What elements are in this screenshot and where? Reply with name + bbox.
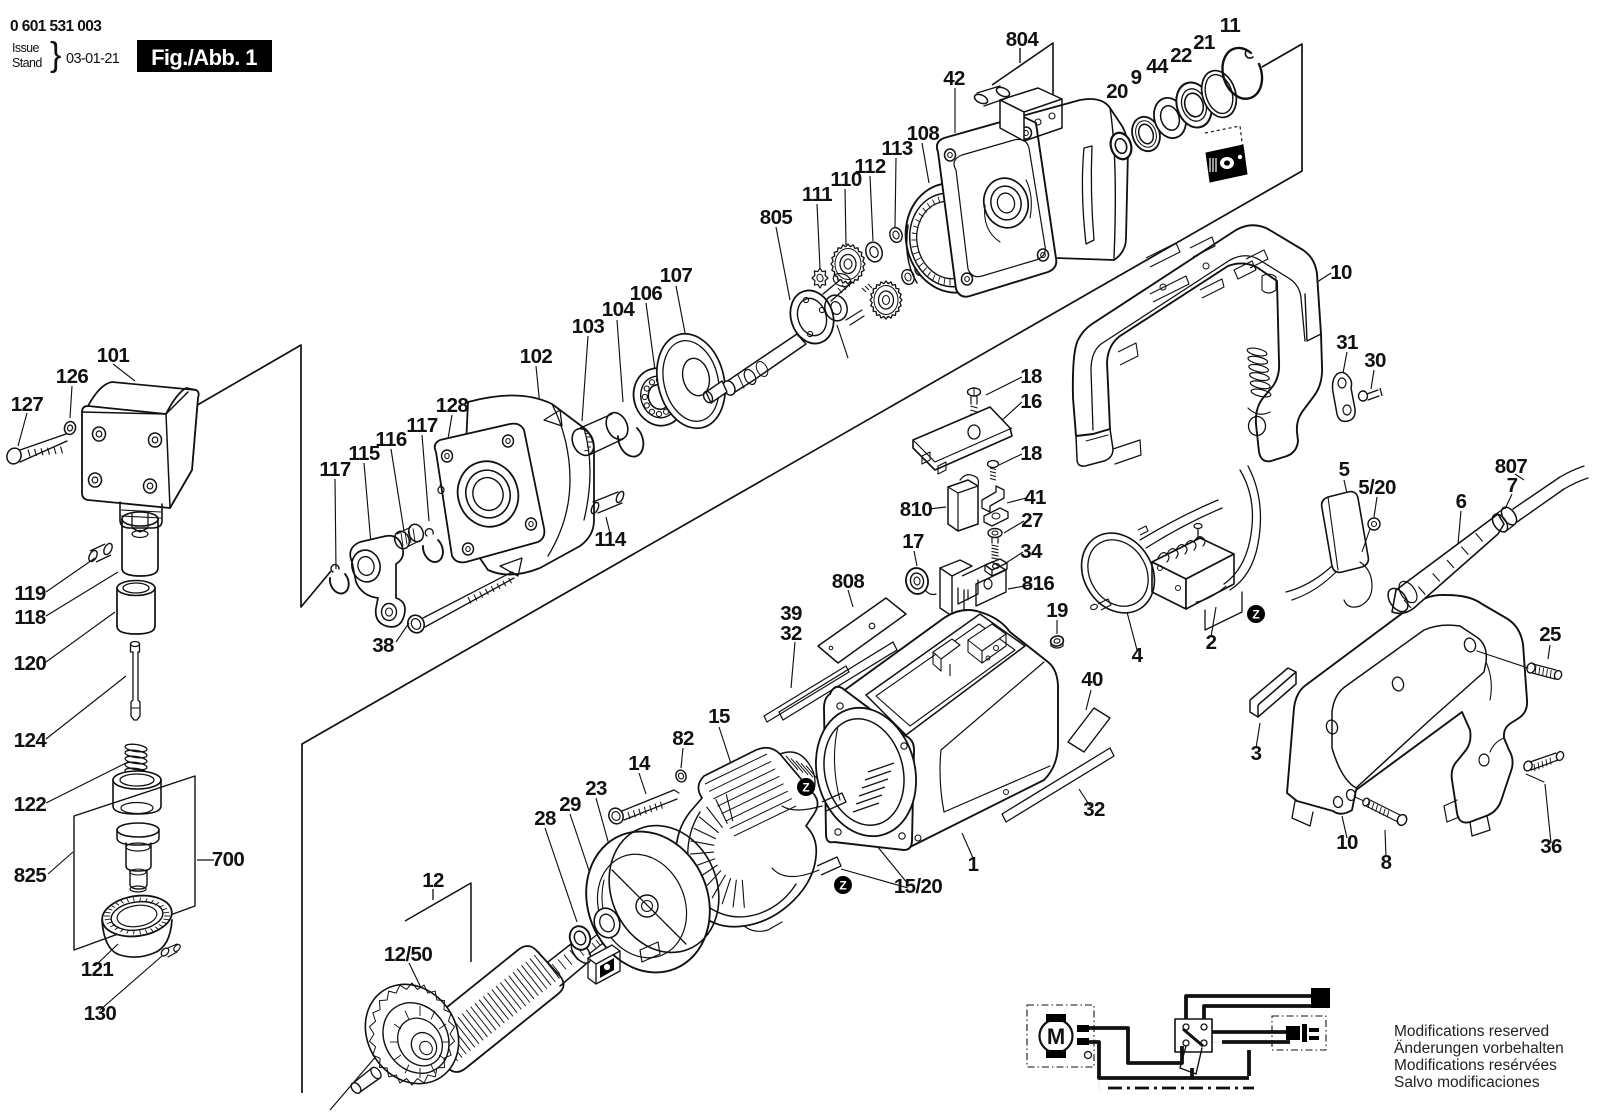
svg-text:116: 116 bbox=[375, 428, 406, 451]
svg-text:110: 110 bbox=[830, 168, 861, 191]
svg-text:805: 805 bbox=[760, 206, 793, 229]
svg-text:Änderungen vorbehalten: Änderungen vorbehalten bbox=[1394, 1040, 1564, 1057]
svg-text:1: 1 bbox=[968, 853, 979, 876]
svg-text:700: 700 bbox=[212, 848, 245, 871]
svg-text:104: 104 bbox=[602, 298, 636, 321]
svg-text:Modifications resérvées: Modifications resérvées bbox=[1394, 1057, 1557, 1074]
svg-text:18: 18 bbox=[1020, 365, 1042, 388]
svg-text:16: 16 bbox=[1020, 390, 1042, 413]
svg-text:Fig./Abb. 1: Fig./Abb. 1 bbox=[151, 45, 257, 70]
svg-text:121: 121 bbox=[81, 958, 114, 981]
svg-text:810: 810 bbox=[900, 498, 933, 521]
svg-text:808: 808 bbox=[832, 570, 865, 593]
svg-text:7: 7 bbox=[1507, 474, 1518, 497]
svg-text:9: 9 bbox=[1131, 66, 1142, 89]
svg-text:3: 3 bbox=[1251, 742, 1262, 765]
svg-text:Salvo modificaciones: Salvo modificaciones bbox=[1394, 1074, 1540, 1091]
svg-text:Modifications reserved: Modifications reserved bbox=[1394, 1023, 1549, 1040]
svg-text:126: 126 bbox=[56, 365, 89, 388]
svg-text:118: 118 bbox=[14, 606, 45, 629]
svg-text:25: 25 bbox=[1539, 623, 1561, 646]
svg-text:Z: Z bbox=[1252, 608, 1259, 622]
svg-text:816: 816 bbox=[1022, 572, 1055, 595]
svg-text:39: 39 bbox=[780, 602, 802, 625]
svg-text:10: 10 bbox=[1336, 831, 1358, 854]
svg-text:117: 117 bbox=[406, 414, 437, 437]
svg-text:119: 119 bbox=[14, 582, 45, 605]
svg-text:127: 127 bbox=[11, 393, 44, 416]
svg-text:Stand: Stand bbox=[12, 56, 42, 70]
svg-text:825: 825 bbox=[14, 864, 47, 887]
svg-text:18: 18 bbox=[1020, 442, 1042, 465]
svg-text:120: 120 bbox=[14, 652, 47, 675]
svg-text:8: 8 bbox=[1381, 851, 1392, 874]
svg-text:130: 130 bbox=[84, 1002, 117, 1025]
svg-text:113: 113 bbox=[881, 137, 912, 160]
svg-text:36: 36 bbox=[1540, 835, 1562, 858]
svg-text:28: 28 bbox=[534, 807, 556, 830]
svg-text:41: 41 bbox=[1024, 486, 1046, 509]
svg-text:Issue: Issue bbox=[12, 41, 40, 55]
svg-text:122: 122 bbox=[14, 793, 47, 816]
svg-text:22: 22 bbox=[1170, 44, 1192, 67]
svg-text:107: 107 bbox=[660, 264, 693, 287]
svg-text:17: 17 bbox=[902, 530, 924, 553]
svg-text:11: 11 bbox=[1220, 14, 1241, 37]
svg-text:2: 2 bbox=[1206, 631, 1217, 654]
svg-text:12: 12 bbox=[422, 869, 444, 892]
svg-text:4: 4 bbox=[1132, 644, 1144, 667]
svg-text:117: 117 bbox=[319, 458, 350, 481]
svg-text:34: 34 bbox=[1020, 540, 1043, 563]
svg-text:40: 40 bbox=[1081, 668, 1103, 691]
svg-text:15/20: 15/20 bbox=[894, 875, 942, 898]
svg-text:}: } bbox=[50, 36, 61, 74]
svg-text:106: 106 bbox=[630, 282, 663, 305]
svg-text:804: 804 bbox=[1006, 28, 1040, 51]
svg-text:114: 114 bbox=[594, 528, 626, 551]
svg-text:29: 29 bbox=[559, 793, 581, 816]
svg-text:21: 21 bbox=[1193, 31, 1215, 54]
svg-text:115: 115 bbox=[348, 442, 379, 465]
svg-text:38: 38 bbox=[372, 634, 394, 657]
svg-text:Z: Z bbox=[839, 879, 846, 893]
svg-text:82: 82 bbox=[672, 727, 694, 750]
svg-text:30: 30 bbox=[1364, 349, 1386, 372]
svg-text:5: 5 bbox=[1339, 458, 1350, 481]
svg-text:5/20: 5/20 bbox=[1358, 476, 1396, 499]
svg-text:111: 111 bbox=[802, 183, 832, 206]
svg-text:807: 807 bbox=[1495, 455, 1528, 478]
svg-text:124: 124 bbox=[14, 729, 48, 752]
svg-text:101: 101 bbox=[97, 344, 130, 367]
svg-text:03-01-21: 03-01-21 bbox=[66, 51, 120, 67]
svg-text:108: 108 bbox=[907, 122, 940, 145]
svg-text:23: 23 bbox=[585, 777, 607, 800]
svg-text:15: 15 bbox=[708, 705, 730, 728]
svg-text:20: 20 bbox=[1106, 80, 1128, 103]
svg-text:0 601 531 003: 0 601 531 003 bbox=[10, 18, 102, 35]
svg-text:31: 31 bbox=[1336, 331, 1358, 354]
svg-text:6: 6 bbox=[1456, 490, 1467, 513]
svg-text:102: 102 bbox=[520, 345, 553, 368]
svg-text:128: 128 bbox=[436, 394, 469, 417]
svg-text:103: 103 bbox=[572, 315, 605, 338]
svg-text:32: 32 bbox=[780, 622, 802, 645]
svg-text:42: 42 bbox=[943, 67, 965, 90]
svg-text:10: 10 bbox=[1330, 261, 1352, 284]
svg-text:27: 27 bbox=[1021, 509, 1043, 532]
svg-text:Z: Z bbox=[802, 781, 809, 795]
svg-text:12/50: 12/50 bbox=[384, 943, 432, 966]
svg-text:M: M bbox=[1047, 1024, 1065, 1049]
svg-text:14: 14 bbox=[628, 752, 651, 775]
svg-text:19: 19 bbox=[1046, 599, 1068, 622]
svg-text:112: 112 bbox=[854, 155, 885, 178]
svg-text:44: 44 bbox=[1146, 55, 1169, 78]
